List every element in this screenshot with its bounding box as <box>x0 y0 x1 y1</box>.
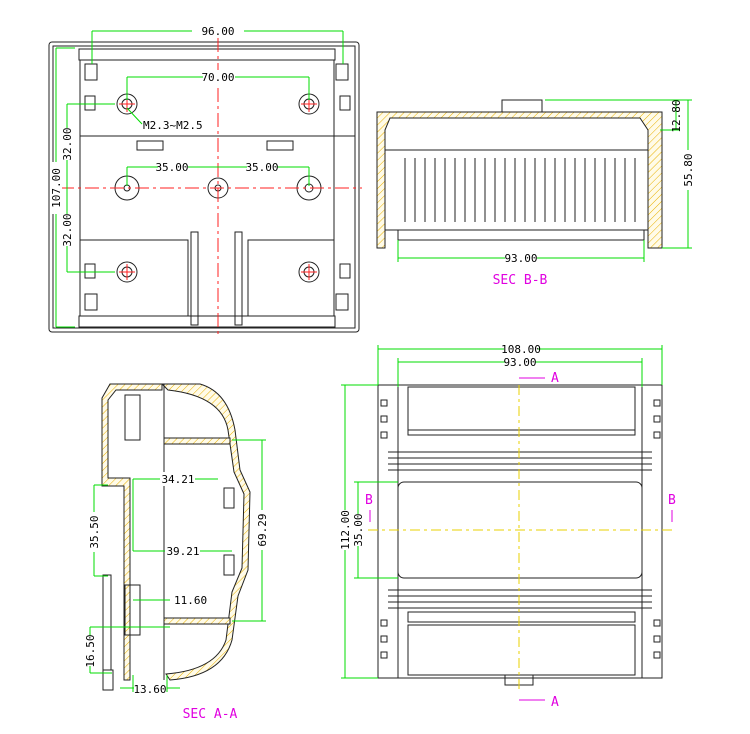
dim-69-29: 69.29 <box>256 513 269 546</box>
bottom-window <box>407 624 636 676</box>
dim-39-21: 39.21 <box>166 545 199 558</box>
dim-55-80: 55.80 <box>682 153 695 186</box>
dim-34-21: 34.21 <box>161 473 194 486</box>
thread-note: M2.3~M2.5 <box>143 119 203 132</box>
top-view: 96.00 107.00 70.00 35.00 35.00 32.00 32.… <box>48 24 362 336</box>
dim-35-front: 35.00 <box>352 513 365 546</box>
section-mark-a-top: A <box>551 371 559 386</box>
dim-32-lower: 32.00 <box>61 213 74 246</box>
section-aa: 34.21 39.21 69.29 35.50 11.60 16.50 13.6… <box>84 383 269 722</box>
dim-13-60: 13.60 <box>133 683 166 696</box>
section-aa-title: SEC A-A <box>183 707 238 722</box>
dim-32-upper: 32.00 <box>61 127 74 160</box>
section-mark-b-left: B <box>365 493 373 508</box>
front-view: A A B B 108.00 93.00 112.00 35.00 <box>339 342 676 710</box>
dim-35-right: 35.00 <box>245 161 278 174</box>
dim-93-front: 93.00 <box>503 356 536 369</box>
dim-107: 107.00 <box>50 168 63 208</box>
dim-35-50: 35.50 <box>88 515 101 548</box>
dim-35-left: 35.00 <box>155 161 188 174</box>
dim-11-60: 11.60 <box>174 594 207 607</box>
dim-16-50: 16.50 <box>84 634 97 667</box>
section-mark-a-bottom: A <box>551 695 559 710</box>
dim-108: 108.00 <box>501 343 541 356</box>
dim-112: 112.00 <box>339 510 352 550</box>
dim-70: 70.00 <box>201 71 234 84</box>
section-bb: 12.80 55.80 93.00 SEC B-B <box>376 99 695 288</box>
section-bb-title: SEC B-B <box>493 273 548 288</box>
dim-96: 96.00 <box>201 25 234 38</box>
dim-12-80: 12.80 <box>670 99 683 132</box>
top-window <box>407 386 636 436</box>
section-mark-b-right: B <box>668 493 676 508</box>
heat-fins <box>404 158 636 222</box>
dim-93-bb: 93.00 <box>504 252 537 265</box>
